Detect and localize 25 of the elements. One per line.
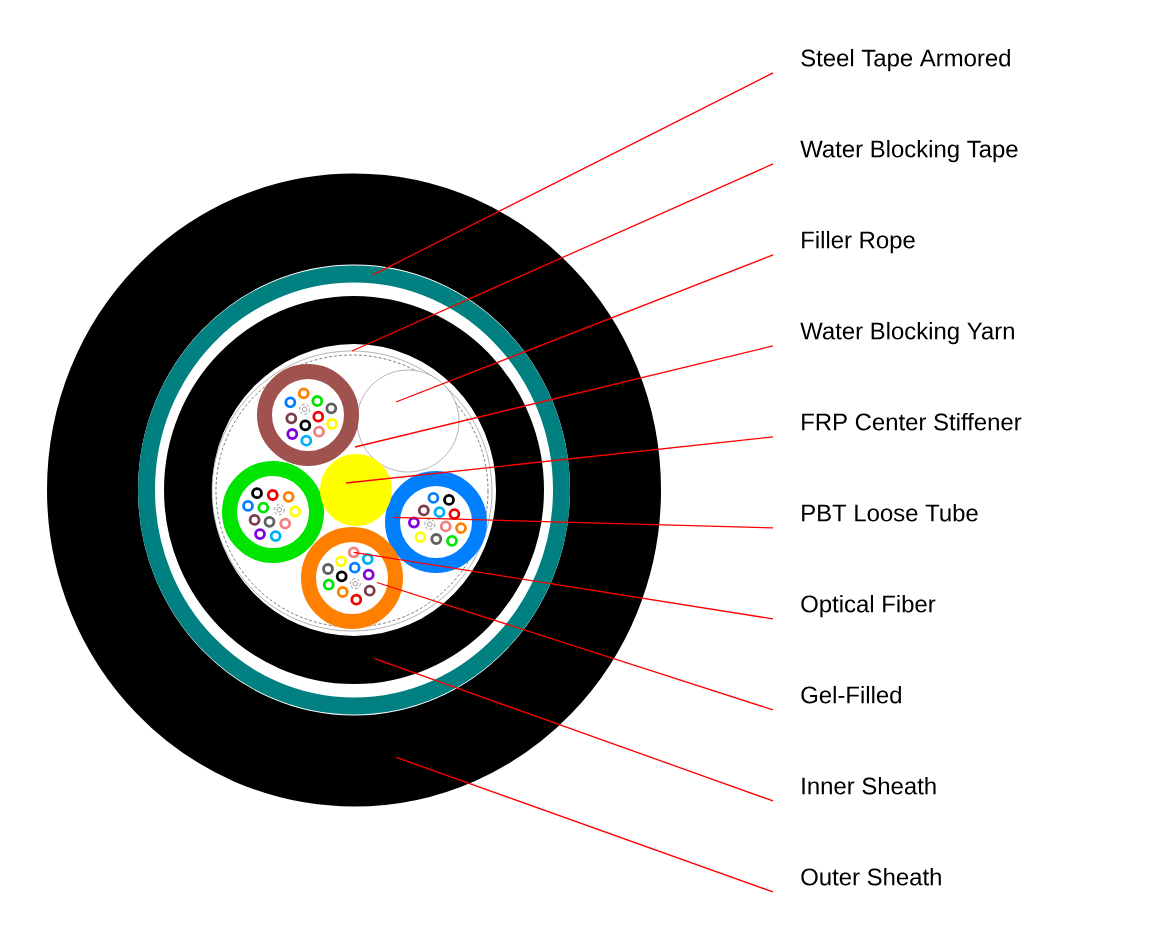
part-label: PBT Loose Tube — [802, 503, 978, 522]
outer-sheath-ring — [47, 173, 661, 807]
part-label: Filler Rope — [802, 230, 915, 254]
leader-line — [354, 345, 774, 448]
leader-line — [353, 551, 774, 620]
leader-line — [351, 163, 774, 352]
part-label: Outer Sheath — [801, 867, 941, 886]
leader-line — [392, 516, 774, 529]
inner-sheath-ring — [164, 296, 544, 684]
center-stiffener — [320, 454, 392, 526]
leader-line — [395, 254, 774, 403]
part-label: Optical Fiber — [801, 594, 936, 618]
part-label: Steel Tape Armored — [801, 48, 1010, 72]
part-label: Inner Sheath — [802, 776, 936, 795]
leader-line — [374, 658, 774, 802]
leader-line — [372, 72, 774, 276]
leader-line — [376, 581, 774, 711]
part-label: Water Blocking Yarn — [800, 321, 1014, 345]
part-label: Water Blocking Tape — [800, 139, 1018, 163]
filler-rope-circle — [356, 369, 460, 473]
leader-line — [345, 436, 774, 484]
optical-fiber — [347, 546, 360, 559]
part-label: FRP Center Stiffener — [802, 412, 1022, 431]
part-label: Gel-Filled — [801, 685, 901, 704]
leader-line — [395, 756, 774, 893]
